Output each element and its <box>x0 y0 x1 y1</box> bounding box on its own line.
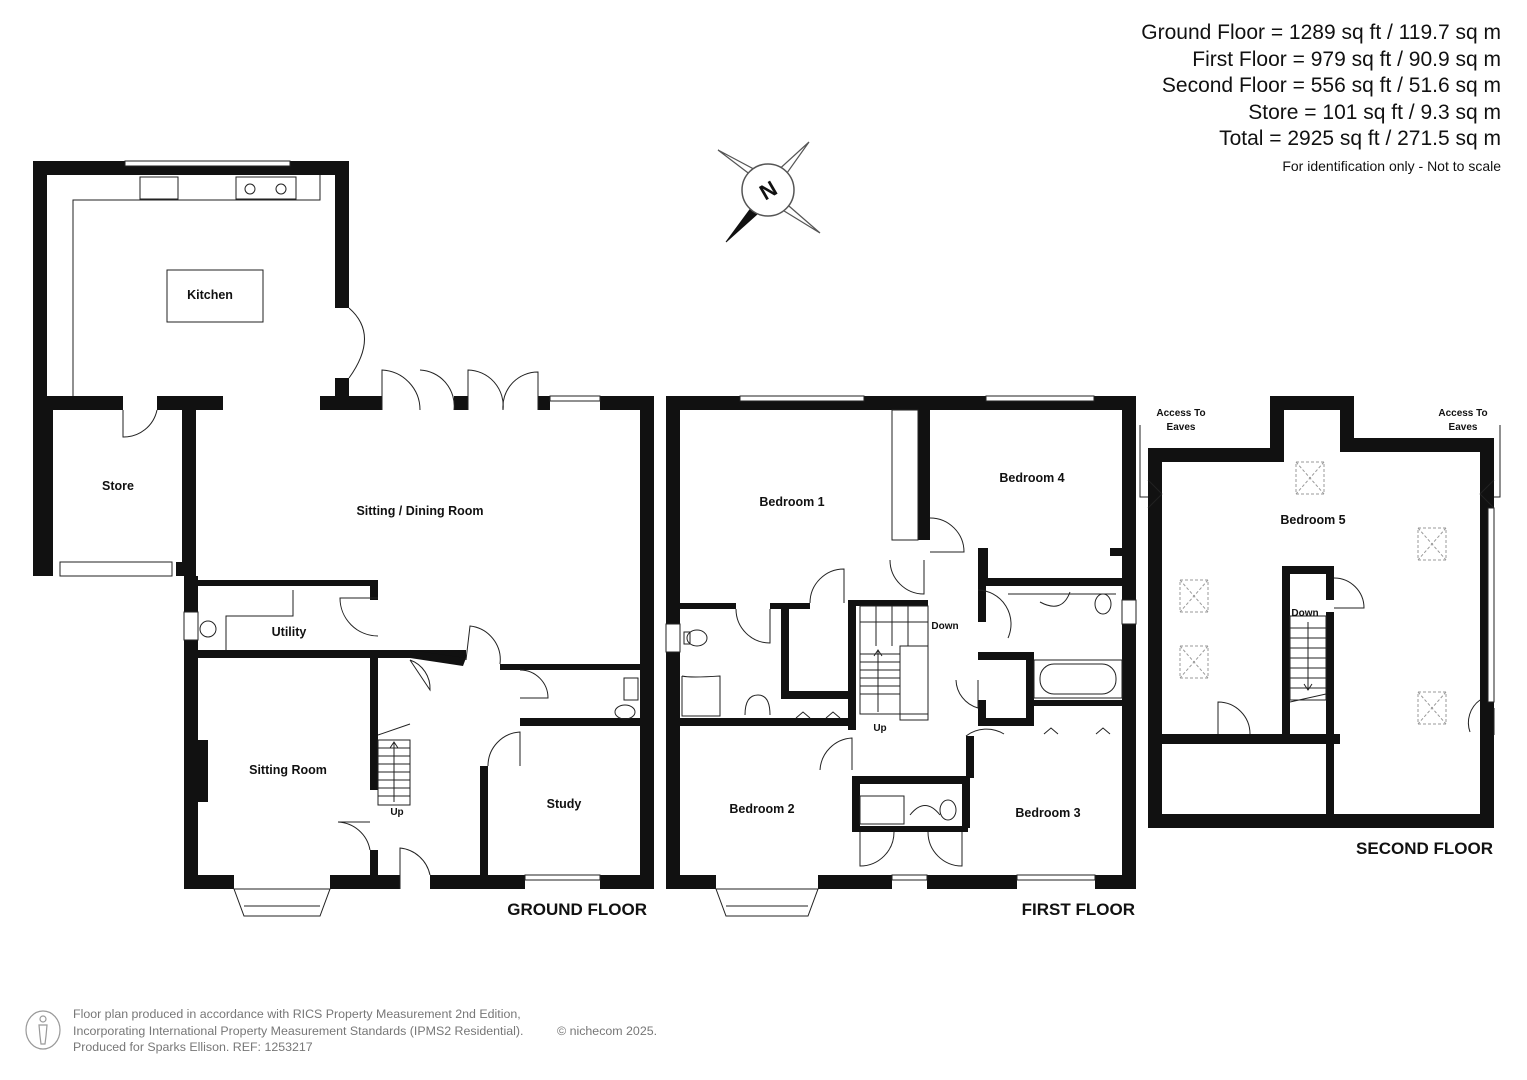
second-floor-fixtures <box>1139 425 1501 735</box>
room-label-sitting: Sitting Room <box>249 763 327 777</box>
room-label-bedroom3: Bedroom 3 <box>1015 806 1080 820</box>
area-ground: Ground Floor = 1289 sq ft / 119.7 sq m <box>1141 21 1501 44</box>
eaves-label-left-1: Access To <box>1156 408 1205 419</box>
eaves-label-right-2: Eaves <box>1449 422 1478 433</box>
floor-label-second: SECOND FLOOR <box>1356 839 1493 858</box>
compass-rose: N <box>717 141 821 243</box>
room-label-study: Study <box>547 797 582 811</box>
stairs-label-first-up: Up <box>873 723 886 734</box>
stairs-label-second-down: Down <box>1291 608 1318 619</box>
scale-note: For identification only - Not to scale <box>1282 157 1501 174</box>
footer-note: Floor plan produced in accordance with R… <box>73 1006 657 1056</box>
stairs-label-first-down: Down <box>931 621 958 632</box>
person-icon <box>25 1010 61 1050</box>
area-first: First Floor = 979 sq ft / 90.9 sq m <box>1192 47 1501 71</box>
area-second: Second Floor = 556 sq ft / 51.6 sq m <box>1161 74 1501 97</box>
first-floor-plan <box>666 396 1136 889</box>
room-label-store: Store <box>102 479 134 493</box>
area-total: Total = 2925 sq ft / 271.5 sq m <box>1219 127 1501 150</box>
room-label-sitting-dining: Sitting / Dining Room <box>356 504 483 518</box>
room-label-kitchen: Kitchen <box>187 288 233 302</box>
room-label-bedroom2: Bedroom 2 <box>729 802 794 816</box>
floor-labels: GROUND FLOOR FIRST FLOOR SECOND FLOOR <box>507 839 1493 919</box>
first-floor-fixtures <box>665 395 1137 917</box>
eaves-label-right-1: Access To <box>1438 408 1487 419</box>
room-label-bedroom5: Bedroom 5 <box>1280 513 1345 527</box>
footer-line1: Floor plan produced in accordance with R… <box>73 1007 521 1021</box>
room-label-bedroom1: Bedroom 1 <box>759 495 824 509</box>
room-label-utility: Utility <box>272 625 307 639</box>
floor-label-ground: GROUND FLOOR <box>507 900 647 919</box>
room-label-bedroom4: Bedroom 4 <box>999 471 1064 485</box>
ground-floor-fixtures <box>59 160 639 917</box>
second-floor-plan <box>1148 396 1494 828</box>
stairs-label-ground-up: Up <box>390 807 403 818</box>
room-labels: Kitchen Store Sitting / Dining Room Util… <box>102 288 1488 820</box>
ground-floor-plan <box>33 161 654 889</box>
footer-line2: Incorporating International Property Mea… <box>73 1023 524 1038</box>
floor-label-first: FIRST FLOOR <box>1022 900 1135 919</box>
footer-line3: Produced for Sparks Ellison. REF: 125321… <box>73 1040 313 1054</box>
area-store: Store = 101 sq ft / 9.3 sq m <box>1248 100 1501 124</box>
eaves-label-left-2: Eaves <box>1167 422 1196 433</box>
area-summary: Ground Floor = 1289 sq ft / 119.7 sq m F… <box>1141 20 1501 177</box>
footer-copyright: © nichecom 2025. <box>557 1023 658 1038</box>
